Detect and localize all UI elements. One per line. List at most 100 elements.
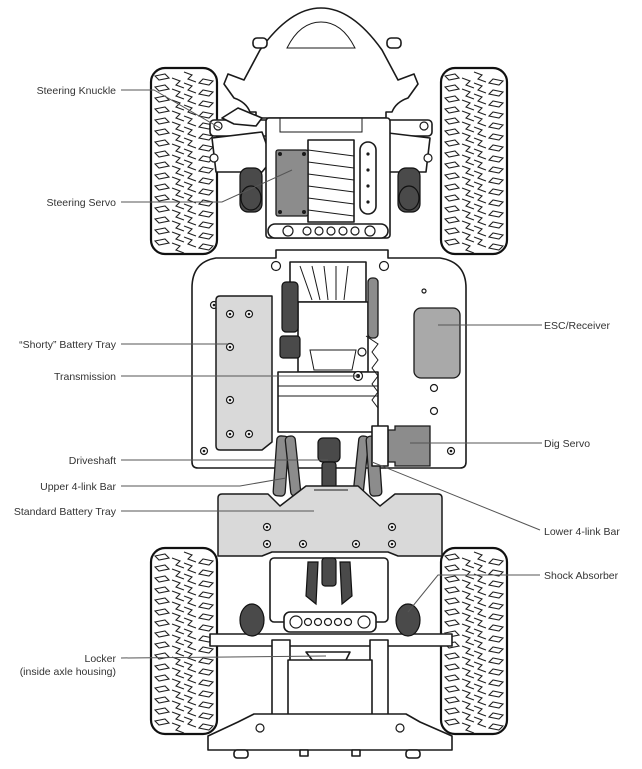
tread-block [443, 573, 505, 591]
label-dig-servo: Dig Servo [544, 438, 590, 450]
tread-block [153, 606, 215, 624]
tread-block [153, 694, 215, 712]
rear-bumper [207, 713, 453, 759]
label-shock-absorber: Shock Absorber [544, 570, 619, 582]
tread-block [443, 126, 505, 144]
tread-block [443, 628, 505, 646]
tread-block [153, 628, 215, 646]
front-shock-right [397, 167, 421, 213]
label-esc-receiver: ESC/Receiver [544, 320, 610, 332]
tread-block [443, 214, 505, 232]
labels-right: ESC/Receiver Dig Servo Lower 4-link Bar … [544, 320, 620, 582]
tread-block [153, 203, 215, 221]
tread-block [443, 551, 505, 569]
tread-block [443, 595, 505, 613]
front-bumper [223, 7, 419, 119]
tread-block [153, 137, 215, 155]
tread-block [153, 214, 215, 232]
front-shock-left [239, 167, 263, 213]
tread-block [443, 639, 505, 657]
tread-block [443, 694, 505, 712]
dig-servo-part [387, 425, 431, 467]
tread-block [443, 82, 505, 100]
tire-rear-left [149, 546, 219, 736]
tread-block [153, 617, 215, 635]
tread-block [153, 236, 215, 254]
label-shorty-battery-tray: “Shorty” Battery Tray [19, 339, 117, 351]
tread-block [153, 650, 215, 668]
transmission-part [270, 260, 390, 433]
tread-block [153, 71, 215, 89]
label-steering-servo: Steering Servo [47, 197, 117, 209]
tread-block [153, 181, 215, 199]
tread-block [443, 562, 505, 580]
tread-block [443, 716, 505, 734]
tread-block [443, 705, 505, 723]
tread-block [153, 716, 215, 734]
label-locker-subtext: (inside axle housing) [20, 666, 116, 678]
tread-block [443, 606, 505, 624]
tread-block [443, 584, 505, 602]
tread-block [443, 192, 505, 210]
tire-front-right [439, 66, 509, 256]
label-driveshaft: Driveshaft [69, 455, 116, 467]
leader-steering-knuckle [121, 89, 221, 129]
label-upper-4-link-bar: Upper 4-link Bar [40, 481, 116, 493]
tread-block [443, 672, 505, 690]
tread-block [153, 683, 215, 701]
tread-block [153, 551, 215, 569]
tread-block [153, 148, 215, 166]
tread-block [443, 617, 505, 635]
tread-block [443, 170, 505, 188]
tread-block [153, 661, 215, 679]
tread-block [443, 661, 505, 679]
tread-block [443, 181, 505, 199]
tread-block [153, 562, 215, 580]
steering-servo-part [275, 149, 309, 217]
leader-steering-servo [121, 169, 293, 203]
labels-left: Steering Knuckle Steering Servo “Shorty”… [14, 85, 117, 678]
tread-block [153, 639, 215, 657]
label-transmission: Transmission [54, 371, 116, 383]
tread-block [153, 126, 215, 144]
standard-battery-tray-part [217, 485, 443, 557]
shorty-battery-tray-part [215, 295, 273, 451]
esc-receiver-part [413, 307, 461, 379]
tread-block [153, 672, 215, 690]
tire-front-left [149, 66, 219, 256]
tread-block [443, 203, 505, 221]
label-steering-knuckle: Steering Knuckle [37, 85, 117, 97]
rear-chassis [209, 557, 453, 733]
tread-block [443, 683, 505, 701]
motor-heatsink [307, 139, 355, 223]
tread-block [153, 225, 215, 243]
tread-block [153, 595, 215, 613]
tread-block [443, 71, 505, 89]
tire-rear-right [439, 546, 509, 736]
tread-block [153, 115, 215, 133]
label-lower-4-link-bar: Lower 4-link Bar [544, 526, 620, 538]
tread-block [443, 104, 505, 122]
front-chassis [221, 107, 391, 239]
tread-block [153, 170, 215, 188]
tread-block [443, 236, 505, 254]
tread-block [153, 705, 215, 723]
label-locker: Locker [84, 653, 116, 665]
tread-block [443, 93, 505, 111]
leader-upper-4-link-bar [121, 477, 287, 487]
tread-block [153, 573, 215, 591]
leader-locker [120, 655, 327, 659]
tread-block [153, 82, 215, 100]
tread-block [443, 225, 505, 243]
tread-block [443, 159, 505, 177]
tread-block [153, 159, 215, 177]
leader-shock-absorber [407, 574, 540, 613]
rear-shock-left [239, 603, 265, 637]
leader-lines [120, 89, 542, 659]
tread-block [443, 650, 505, 668]
tread-block [153, 93, 215, 111]
tread-block [443, 148, 505, 166]
label-standard-battery-tray: Standard Battery Tray [14, 506, 117, 518]
tread-block [153, 584, 215, 602]
